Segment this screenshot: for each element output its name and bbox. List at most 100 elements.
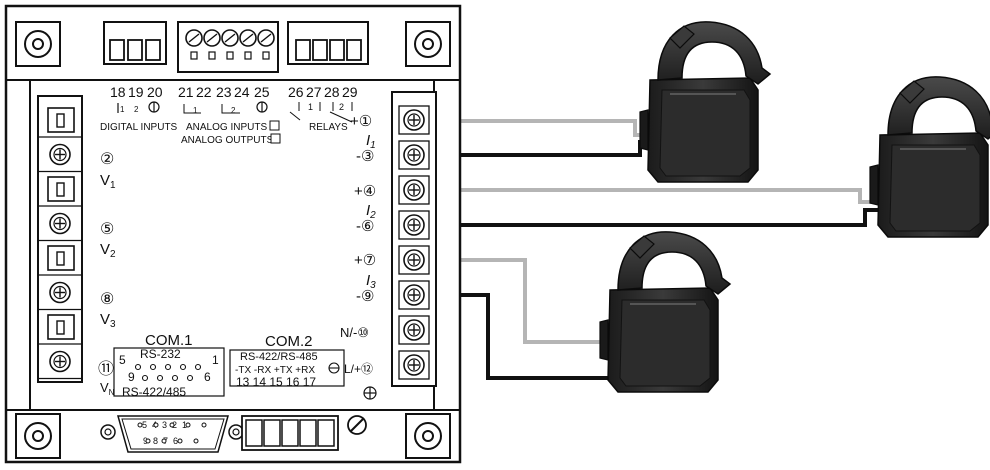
digital-inputs-label: DIGITAL INPUTS — [100, 122, 178, 133]
mount-hole-bottom-left — [15, 413, 61, 459]
terminal-screw-icon — [221, 29, 239, 47]
terminal-screw-icon — [49, 212, 71, 235]
db9-top-pins: 5 4 3 2 1 — [142, 420, 187, 430]
com1-title: COM.1 — [145, 332, 193, 349]
pin-minus-6: -⑥ — [356, 218, 374, 235]
com1-pin5: 5 — [119, 353, 126, 367]
com1-pin-dot — [149, 363, 157, 371]
pin-21: 21 — [178, 84, 194, 100]
pin-8: ⑧ — [100, 291, 114, 308]
terminal-slot — [47, 176, 75, 202]
wire-i1-minus — [430, 140, 665, 157]
terminal-screw-icon — [403, 319, 425, 341]
terminal-slot — [190, 51, 198, 60]
i2-label: I2 — [366, 202, 376, 221]
meter-panel: 18 19 20 21 22 23 24 25 26 27 28 29 1 2 … — [4, 4, 462, 464]
pin-25: 25 — [254, 84, 270, 100]
pin-24: 24 — [234, 84, 250, 100]
terminal-screw-icon — [49, 143, 71, 166]
com1-pin-dot — [194, 363, 202, 371]
terminal-slot — [47, 314, 75, 340]
pin-27: 27 — [306, 84, 322, 100]
pin-plus-4: +④ — [354, 183, 376, 200]
wire-i3-plus — [430, 258, 612, 344]
com1-rs232: RS-232 — [140, 347, 181, 361]
terminal-slot — [47, 245, 75, 271]
db9-connector: 5 4 3 2 1 9 8 7 6 — [100, 415, 244, 453]
com1-pin9: 9 — [128, 370, 135, 384]
top-pin-marks: 1 2 1 2 1 2 — [117, 101, 353, 115]
mount-hole-top-left — [15, 21, 61, 67]
analog-outputs-label: ANALOG OUTPUTS — [181, 135, 274, 146]
com2-block: COM.2 RS-422/RS-485 -TX -RX +TX +RX 13 1… — [229, 333, 345, 389]
terminal-screw-icon — [49, 350, 71, 373]
com2-signals: -TX -RX +TX +RX — [235, 365, 315, 376]
terminal-screw-icon — [239, 29, 257, 47]
mount-hole-bottom-right — [405, 413, 451, 459]
pin-minus-3: -③ — [356, 148, 374, 165]
ground-icon — [148, 101, 160, 113]
com1-pin-dot — [171, 374, 179, 382]
vn-label: VN — [100, 380, 115, 397]
terminal-slot — [226, 51, 234, 60]
com2-pins: 13 14 15 16 17 — [236, 375, 316, 389]
com1-pin-dot — [141, 374, 149, 382]
v3-label: V3 — [100, 311, 116, 330]
pin-29: 29 — [342, 84, 358, 100]
pin-26: 26 — [288, 84, 304, 100]
mount-hole-top-right — [405, 21, 451, 67]
pin-11: ⑪ — [98, 360, 114, 378]
relays-label: RELAYS — [309, 122, 348, 133]
com2-title: COM.2 — [265, 333, 313, 350]
terminal-slot — [262, 51, 270, 60]
terminal-slot — [208, 51, 216, 60]
pin-plus-1: +① — [350, 113, 372, 130]
terminal-screw-icon — [403, 144, 425, 166]
com1-pin1: 1 — [212, 353, 219, 367]
com1-pin-dot — [186, 374, 194, 382]
digital-mark-1: 1 — [120, 105, 125, 114]
db9-bottom-pins: 9 8 7 6 — [143, 436, 178, 446]
ground-icon-analog — [256, 101, 268, 113]
ground-icon-com2 — [328, 362, 340, 374]
i1-label: I1 — [366, 132, 376, 151]
com1-pin6: 6 — [204, 370, 211, 384]
current-transformer-3 — [599, 231, 732, 393]
ground-icon-right — [363, 386, 377, 400]
analog-group-1: 1 — [193, 106, 198, 115]
neutral-pin: N/-⑩ — [340, 325, 369, 340]
terminal-screw-icon — [403, 354, 425, 376]
com1-block: COM.1 RS-232 5 1 9 6 RS-422/485 — [113, 332, 225, 399]
wire-i1-plus — [430, 119, 665, 137]
analog-group-2: 2 — [231, 106, 236, 115]
terminal-screw-icon — [203, 29, 221, 47]
terminal-screw-icon — [403, 214, 425, 236]
top-connector-right — [287, 21, 369, 65]
v2-label: V2 — [100, 241, 116, 260]
pin-20: 20 — [147, 84, 163, 100]
pin-22: 22 — [196, 84, 212, 100]
terminal-screw-icon — [49, 281, 71, 304]
terminal-screw-icon — [403, 284, 425, 306]
top-connector-middle — [177, 21, 279, 73]
current-transformer-2 — [869, 76, 990, 238]
v1-label: V1 — [100, 172, 116, 191]
voltage-labels: ② V1 ⑤ V2 ⑧ V3 ⑪ VN — [98, 151, 116, 397]
analog-inputs-label: ANALOG INPUTS — [186, 122, 267, 133]
bottom-connector — [241, 415, 339, 451]
pin-19: 19 — [128, 84, 144, 100]
analog-outputs-checkbox — [270, 133, 281, 144]
terminal-screw-icon — [403, 109, 425, 131]
analog-inputs-checkbox — [269, 120, 280, 131]
i3-label: I3 — [366, 272, 376, 291]
terminal-slot — [244, 51, 252, 60]
pin-28: 28 — [324, 84, 340, 100]
com2-protocol: RS-422/RS-485 — [240, 351, 318, 363]
adjust-screw-icon — [347, 415, 367, 435]
current-labels: +① I1 -③ +④ I2 -⑥ +⑦ I3 -⑨ N/-⑩ L/+⑫ — [340, 113, 377, 400]
terminal-screw-icon — [403, 179, 425, 201]
relay-group-2: 2 — [339, 102, 344, 112]
pin-plus-7: +⑦ — [354, 252, 376, 269]
terminal-slot — [47, 107, 75, 133]
